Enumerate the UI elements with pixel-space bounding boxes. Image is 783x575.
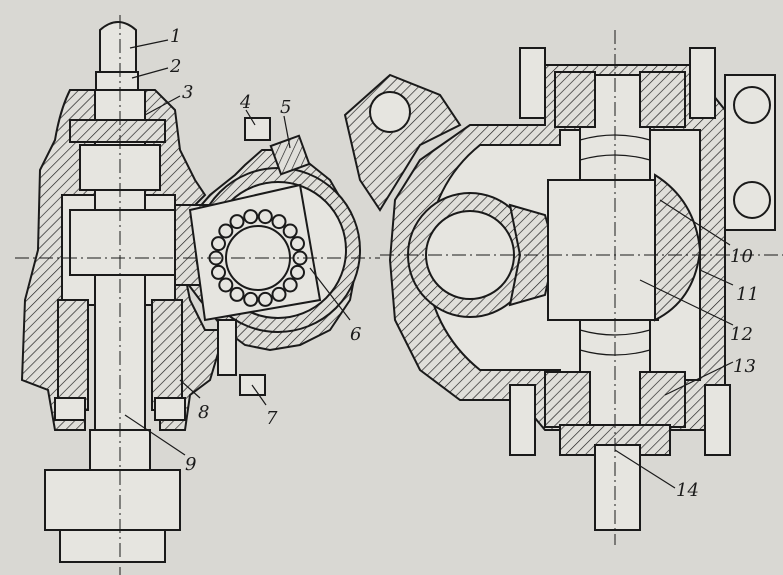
- bracket-hole: [369, 91, 411, 133]
- steel-ball: [271, 214, 287, 230]
- steel-ball: [282, 223, 298, 239]
- recirculating-balls: [208, 209, 308, 307]
- callout-14: 14: [676, 480, 699, 501]
- lug-hole-upper: [733, 86, 771, 124]
- steel-ball: [229, 214, 245, 230]
- steel-ball: [257, 209, 273, 225]
- callout-11: 11: [736, 284, 759, 305]
- steel-ball: [218, 277, 234, 293]
- lower-bearing-left: [57, 299, 89, 411]
- callout-8: 8: [198, 402, 209, 423]
- right-section-view: [343, 30, 783, 545]
- callout-9: 9: [185, 454, 196, 475]
- leader-6: [309, 267, 351, 321]
- lock-nut: [95, 71, 139, 91]
- leader-lines: [124, 39, 734, 489]
- lower-bearing-right-r: [639, 371, 686, 428]
- upper-bearing-left: [554, 71, 596, 128]
- leader-10: [659, 199, 731, 246]
- callout-numbers: 1 2 3 4 5 6 7 8 9 10 11 12 13 14: [169, 26, 759, 501]
- upper-bearing-right: [639, 71, 686, 128]
- seal-right: [154, 397, 186, 421]
- callout-6: 6: [350, 324, 361, 345]
- steel-ball: [211, 236, 226, 252]
- top-bolt-right: [689, 47, 716, 119]
- lower-bearing-right: [151, 299, 183, 411]
- bottom-bolt-left: [509, 384, 536, 456]
- steel-ball: [229, 286, 245, 302]
- housing-bolt: [217, 319, 237, 376]
- steel-ball: [218, 223, 234, 239]
- callout-5: 5: [280, 97, 291, 118]
- callout-12: 12: [730, 324, 753, 345]
- callout-7: 7: [266, 408, 278, 429]
- seal-left: [54, 397, 86, 421]
- steel-ball: [282, 277, 298, 293]
- lower-bearing-left-r: [544, 371, 591, 428]
- ball-guide: [654, 173, 702, 322]
- adjusting-screw: [99, 21, 137, 76]
- lug-hole-lower: [733, 181, 771, 219]
- leader-11: [699, 269, 734, 286]
- callout-3: 3: [182, 82, 193, 103]
- steel-ball: [290, 236, 305, 252]
- steel-ball: [257, 291, 273, 307]
- callout-10: 10: [730, 246, 753, 267]
- leader-13: [664, 361, 734, 396]
- top-bolt-left: [519, 47, 546, 119]
- ball-nut-right: [547, 179, 659, 321]
- bleed-plug: [269, 134, 311, 176]
- side-cover: [69, 119, 166, 143]
- leader-8: [179, 379, 201, 399]
- shaft-nut: [59, 529, 166, 563]
- leader-14: [614, 449, 676, 489]
- steel-ball: [290, 264, 305, 280]
- leader-2: [131, 67, 169, 79]
- filler-plug: [244, 117, 271, 141]
- left-section-view: [15, 15, 380, 575]
- leader-1: [129, 39, 169, 49]
- leader-4: [245, 109, 256, 126]
- callout-2: 2: [169, 56, 181, 77]
- callout-1: 1: [170, 26, 181, 47]
- callout-4: 4: [239, 92, 251, 113]
- steel-ball: [271, 286, 287, 302]
- leader-5: [283, 115, 291, 149]
- leader-9: [124, 414, 186, 456]
- steel-ball: [243, 209, 259, 225]
- leader-7: [251, 384, 267, 406]
- steel-ball: [211, 264, 226, 280]
- sector-block: [69, 209, 181, 276]
- leader-3: [144, 95, 181, 116]
- leader-12: [639, 279, 734, 326]
- bottom-bolt-right: [704, 384, 731, 456]
- pitman-arm-hub: [44, 469, 181, 531]
- callout-13: 13: [733, 356, 756, 377]
- steel-ball: [243, 291, 259, 307]
- input-shaft: [594, 444, 641, 531]
